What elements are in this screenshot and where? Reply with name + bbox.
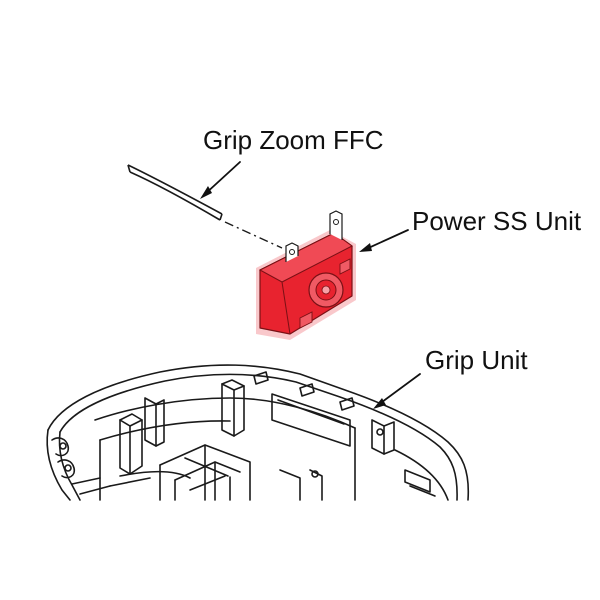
arrow-grip-unit	[377, 373, 421, 406]
power-ss-unit-drawing	[256, 210, 356, 340]
arrowheads	[200, 186, 386, 409]
grip-zoom-ffc-drawing	[127, 164, 223, 221]
alignment-line	[224, 221, 283, 249]
label-power-ss-unit: Power SS Unit	[412, 206, 582, 236]
label-grip-zoom-ffc: Grip Zoom FFC	[203, 125, 384, 155]
grip-unit-drawing	[46, 364, 470, 501]
label-grip-unit: Grip Unit	[425, 345, 528, 375]
arrow-power-ss	[363, 229, 409, 251]
